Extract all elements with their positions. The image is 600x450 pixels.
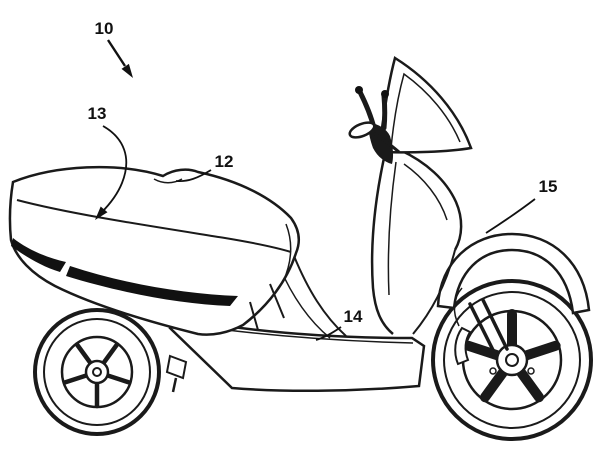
front-wheel xyxy=(431,279,593,441)
floorboard xyxy=(165,316,426,393)
leader-12 xyxy=(175,169,212,183)
ref-label-15: 15 xyxy=(539,177,558,196)
mirror-stub-right xyxy=(381,90,389,98)
brake-caliper xyxy=(454,326,472,366)
ref-label-10: 10 xyxy=(95,19,114,38)
arrowhead-10 xyxy=(121,63,133,78)
handlebar-grip xyxy=(348,121,376,139)
seat-rear-body xyxy=(8,165,300,336)
tail-shadow xyxy=(11,238,66,272)
mirror-stub-left xyxy=(355,86,363,94)
front-fender xyxy=(436,232,591,315)
front-fairing xyxy=(370,148,463,335)
windshield xyxy=(377,56,473,154)
center-stand xyxy=(165,354,188,380)
reference-labels: 10 13 12 15 14 xyxy=(88,19,558,341)
leader-10 xyxy=(106,39,127,67)
rear-wheel xyxy=(33,308,161,436)
ref-label-14: 14 xyxy=(344,307,363,326)
leader-14 xyxy=(315,326,342,341)
ref-label-13: 13 xyxy=(88,104,107,123)
ref-label-12: 12 xyxy=(215,152,234,171)
arrowhead-13 xyxy=(95,206,108,220)
headstock-shadow xyxy=(368,122,394,164)
handlebar xyxy=(348,86,400,164)
front-fork xyxy=(468,298,509,354)
body-stripe xyxy=(66,266,238,306)
leader-15 xyxy=(485,198,536,234)
leader-13 xyxy=(100,125,128,214)
